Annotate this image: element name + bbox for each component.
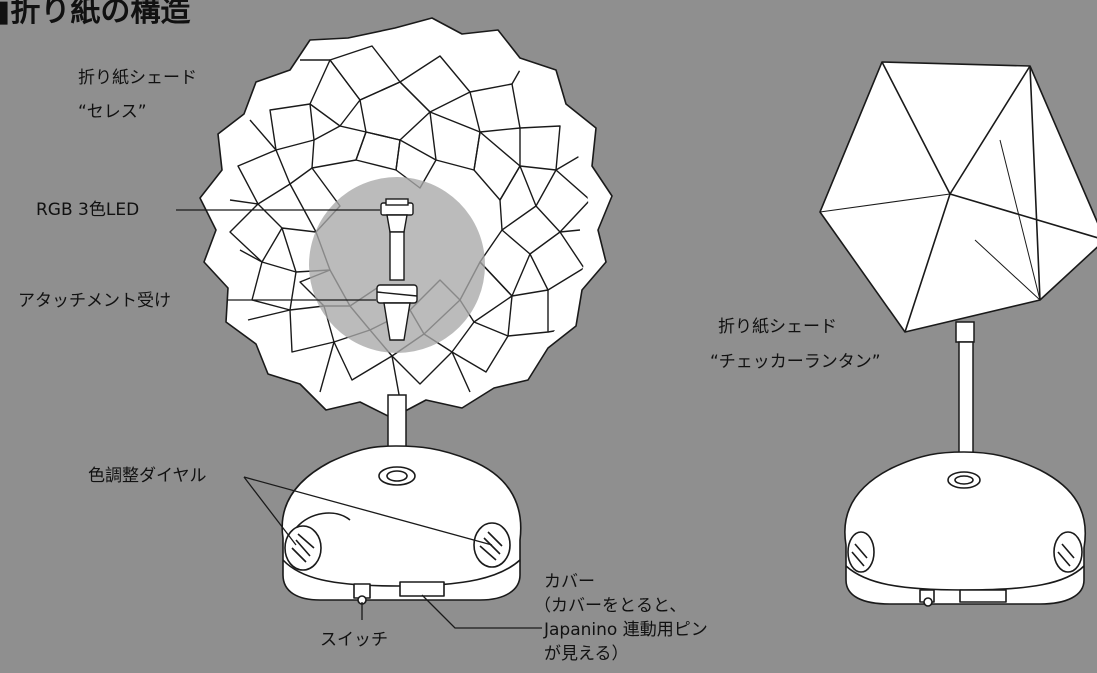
page-title: ■折り紙の構造	[0, 0, 191, 29]
lamp-base	[281, 445, 522, 605]
switch-label: スイッチ	[320, 630, 388, 650]
ceres-shade-label-line2: “セレス”	[78, 102, 147, 122]
led-stem	[376, 198, 418, 341]
cover-label-line4: が見える）	[544, 644, 629, 664]
color-dial-label: 色調整ダイヤル	[88, 466, 207, 486]
checker-shade-label-line1: 折り紙シェード	[718, 317, 837, 337]
cover-label-line1: カバー	[544, 572, 595, 592]
cover-label-line2: （カバーをとると、	[534, 596, 687, 616]
rgb-led-label: RGB 3色LED	[36, 200, 140, 220]
attachment-label: アタッチメント受け	[18, 291, 171, 311]
checker-shade-label-line2: “チェッカーランタン”	[710, 352, 881, 372]
ceres-shade-label-line1: 折り紙シェード	[78, 68, 197, 88]
right-lamp-base	[844, 451, 1086, 607]
callout-lines	[176, 209, 542, 629]
cover-label-line3: Japanino 連動用ピン	[544, 620, 708, 640]
checker-origami-shade	[819, 61, 1097, 333]
cover-part	[399, 581, 445, 597]
